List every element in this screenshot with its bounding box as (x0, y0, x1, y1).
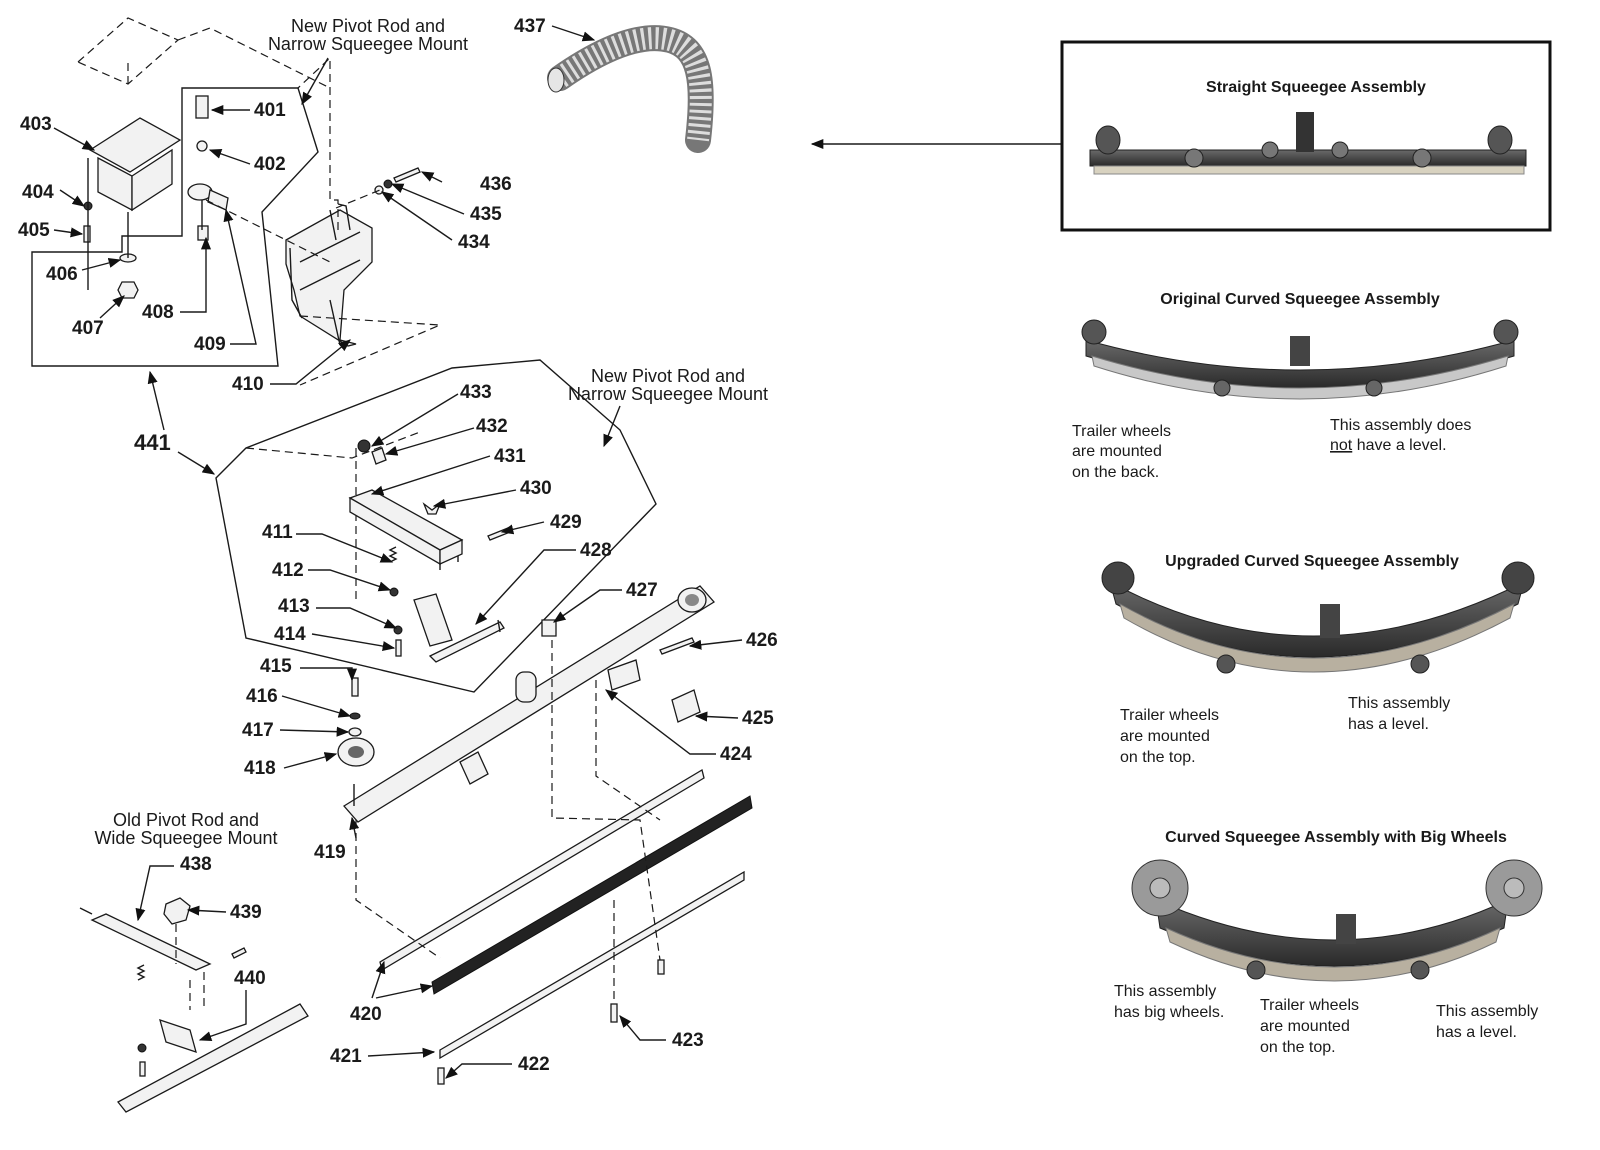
original-note-right-1: This assembly does (1330, 417, 1471, 434)
original-note-not: not (1330, 437, 1353, 454)
old-mount-assembly (79, 897, 309, 1113)
callout-438: 438 (180, 854, 212, 875)
original-note-left-3: on the back. (1072, 464, 1159, 481)
original-curved-title: Original Curved Squeegee Assembly (1160, 291, 1440, 308)
callout-435: 435 (470, 204, 502, 225)
callout-412: 412 (272, 560, 304, 581)
callout-404: 404 (22, 182, 54, 203)
new-mount-title-mid-line2: Narrow Squeegee Mount (568, 384, 768, 404)
upgraded-note-right-2: has a level. (1348, 716, 1429, 733)
big-wheels-note-left-1: This assembly (1114, 983, 1216, 1000)
new-mount-title-top-line2: Narrow Squeegee Mount (268, 34, 468, 54)
callout-423: 423 (672, 1030, 704, 1051)
callout-418: 418 (244, 758, 276, 779)
old-mount-title-line1: Old Pivot Rod and (113, 810, 259, 830)
callout-432: 432 (476, 416, 508, 437)
callout-428: 428 (580, 540, 612, 561)
callout-408: 408 (142, 302, 174, 323)
callout-431: 431 (494, 446, 526, 467)
callout-436: 436 (480, 174, 512, 195)
group-titles: New Pivot Rod and Narrow Squeegee Mount … (94, 16, 768, 848)
callout-420: 420 (350, 1004, 382, 1025)
callout-434: 434 (458, 232, 490, 253)
upgraded-note-left-3: on the top. (1120, 749, 1196, 766)
lower-mount-assembly (215, 359, 657, 693)
callout-427: 427 (626, 580, 658, 601)
callout-415: 415 (260, 656, 292, 677)
big-wheels-title: Curved Squeegee Assembly with Big Wheels (1165, 829, 1507, 846)
big-wheels-note-right-1: This assembly (1436, 1003, 1538, 1020)
upgraded-curved-title: Upgraded Curved Squeegee Assembly (1165, 553, 1459, 570)
callout-numbers: 401 402 403 404 405 406 407 408 409 410 … (18, 16, 778, 1075)
callout-417: 417 (242, 720, 274, 741)
callout-405: 405 (18, 220, 50, 241)
new-mount-title-top-line1: New Pivot Rod and (291, 16, 445, 36)
callout-403: 403 (20, 114, 52, 135)
callout-425: 425 (742, 708, 774, 729)
callout-422: 422 (518, 1054, 550, 1075)
callout-419: 419 (314, 842, 346, 863)
straight-squeegee-panel: Straight Squeegee Assembly (1060, 40, 1552, 232)
upper-mount-assembly (31, 17, 441, 386)
callout-437: 437 (514, 16, 546, 37)
upgraded-note-right-1: This assembly (1348, 695, 1450, 712)
old-mount-title-line2: Wide Squeegee Mount (94, 828, 277, 848)
callout-424: 424 (720, 744, 752, 765)
callout-409: 409 (194, 334, 226, 355)
callout-406: 406 (46, 264, 78, 285)
callout-440: 440 (234, 968, 266, 989)
callout-411: 411 (262, 522, 293, 543)
callout-413: 413 (278, 596, 310, 617)
original-note-suffix: have a level. (1352, 437, 1446, 454)
callout-429: 429 (550, 512, 582, 533)
callout-433: 433 (460, 382, 492, 403)
original-note-right-2: not have a level. (1330, 437, 1447, 454)
original-curved-panel: Original Curved Squeegee Assembly Traile… (1072, 291, 1519, 481)
squeegee-frame (337, 585, 753, 1085)
big-wheels-note-right-2: has a level. (1436, 1024, 1517, 1041)
callout-439: 439 (230, 902, 262, 923)
callout-421: 421 (330, 1046, 362, 1067)
callout-416: 416 (246, 686, 278, 707)
callout-401: 401 (254, 100, 286, 121)
original-note-left-2: are mounted (1072, 443, 1162, 460)
upgraded-note-left-1: Trailer wheels (1120, 707, 1219, 724)
new-mount-title-mid-line1: New Pivot Rod and (591, 366, 745, 386)
big-wheels-note-left-2: has big wheels. (1114, 1004, 1224, 1021)
straight-squeegee-title: Straight Squeegee Assembly (1206, 79, 1426, 96)
callout-402: 402 (254, 154, 286, 175)
callout-414: 414 (274, 624, 306, 645)
big-wheels-note-mid-1: Trailer wheels (1260, 997, 1359, 1014)
big-wheels-note-mid-3: on the top. (1260, 1039, 1336, 1056)
callout-426: 426 (746, 630, 778, 651)
big-wheels-note-mid-2: are mounted (1260, 1018, 1350, 1035)
callout-leaders (53, 25, 743, 1079)
upgraded-curved-panel: Upgraded Curved Squeegee Assembly Traile… (1101, 553, 1535, 766)
big-wheels-curved-panel: Curved Squeegee Assembly with Big Wheels… (1114, 829, 1543, 1056)
original-note-left-1: Trailer wheels (1072, 423, 1171, 440)
upgraded-note-left-2: are mounted (1120, 728, 1210, 745)
callout-410: 410 (232, 374, 264, 395)
callout-441: 441 (134, 430, 171, 455)
callout-407: 407 (72, 318, 104, 339)
callout-430: 430 (520, 478, 552, 499)
vacuum-hose (547, 25, 714, 153)
